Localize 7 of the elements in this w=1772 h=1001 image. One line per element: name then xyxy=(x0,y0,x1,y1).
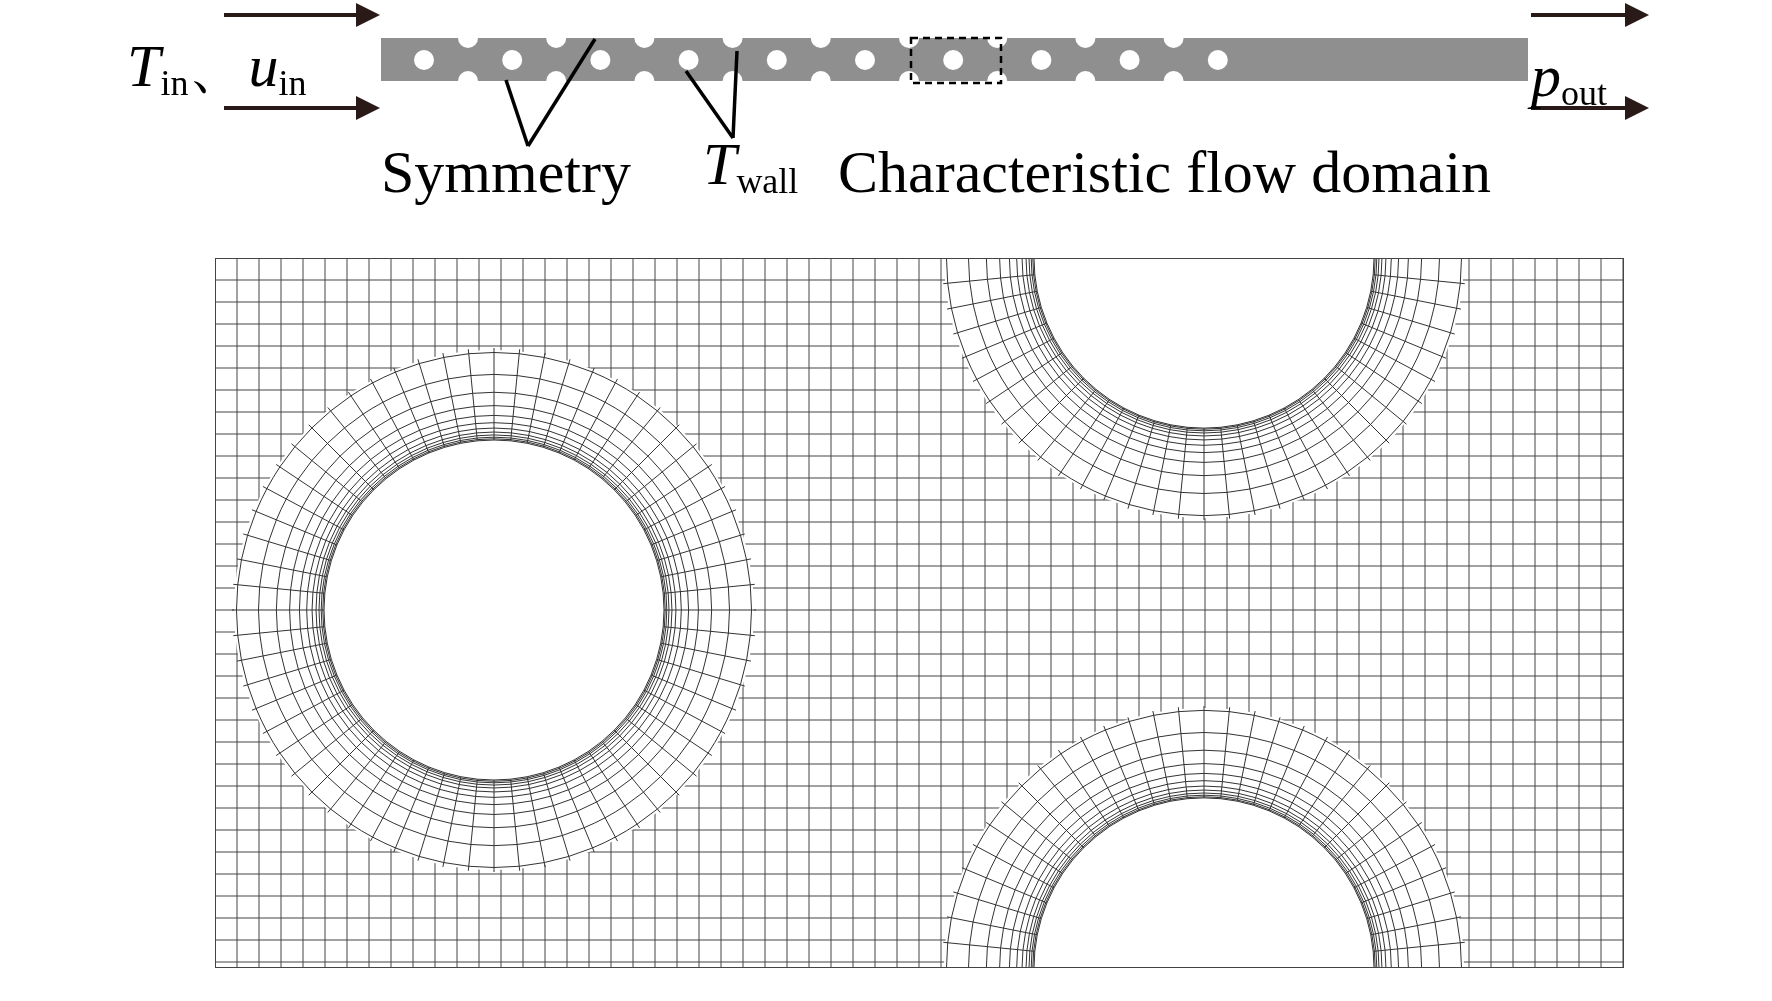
inlet-condition-label: T$_{in}$、u$_{in}$ xyxy=(127,36,307,104)
leader-line xyxy=(731,50,739,139)
leader-line xyxy=(504,79,530,147)
leader-line xyxy=(526,38,597,147)
callout-label: T$_{wall}$ xyxy=(703,134,799,202)
caption-label: Characteristic flow domain xyxy=(838,142,1492,202)
leader-line xyxy=(684,70,735,139)
